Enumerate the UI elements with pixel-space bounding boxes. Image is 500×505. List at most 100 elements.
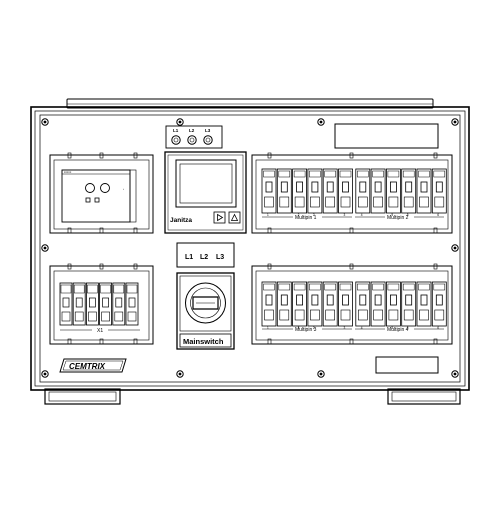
multipin-3-label: Multipin 3 <box>295 327 317 333</box>
breaker-toggle[interactable] <box>62 297 70 308</box>
top-rail <box>66 98 434 109</box>
breaker-module <box>431 281 447 327</box>
rcd-test-knob-left-icon[interactable] <box>85 183 95 193</box>
terminal-module <box>125 282 139 326</box>
rcd-panel: ≡≡≡≡≡ ▪ <box>49 152 154 234</box>
breaker-number-label: 6 <box>437 326 439 330</box>
indicator-lamp-icon <box>203 135 213 145</box>
din-clip-icon <box>349 227 354 234</box>
breaker-toggle[interactable] <box>359 181 367 193</box>
breaker-module <box>385 168 401 214</box>
din-clip-icon <box>133 338 138 345</box>
phase-label-l2: L2 <box>200 254 208 261</box>
screw-head-icon <box>178 372 182 376</box>
breaker-toggle[interactable] <box>374 181 382 193</box>
screw-icon <box>317 370 325 378</box>
breaker-toggle[interactable] <box>342 181 349 193</box>
svg-text:▪: ▪ <box>123 188 124 191</box>
screw-icon <box>451 118 459 126</box>
breaker-module <box>322 168 338 214</box>
screw-icon <box>176 370 184 378</box>
meter-brand-label: Janitza <box>170 217 192 224</box>
screw-icon <box>176 118 184 126</box>
terminal-module <box>86 282 99 326</box>
breaker-toggle[interactable] <box>296 181 304 193</box>
meter-up-button[interactable] <box>228 211 241 224</box>
breaker-toggle[interactable] <box>326 294 334 306</box>
terminal-module <box>59 282 73 326</box>
indicator-lamp-lens-icon <box>205 137 211 143</box>
breaker-toggle[interactable] <box>420 294 428 306</box>
screw-head-icon <box>43 246 47 250</box>
din-clip-icon <box>67 263 72 270</box>
screw-head-icon <box>43 120 47 124</box>
terminal-block-x1: X1 <box>49 263 154 345</box>
breaker-toggle[interactable] <box>75 297 83 308</box>
indicator-lamp-label: L2 <box>189 128 195 133</box>
energy-meter: Janitza <box>164 151 247 234</box>
breaker-toggle[interactable] <box>280 294 288 306</box>
screw-head-icon <box>178 120 182 124</box>
din-clip-icon <box>67 152 72 159</box>
breaker-number-label: 4 <box>361 213 363 217</box>
din-clip-icon <box>267 227 272 234</box>
breaker-module <box>355 168 371 214</box>
breaker-toggle[interactable] <box>89 297 96 308</box>
svg-text:≡≡≡≡≡: ≡≡≡≡≡ <box>64 171 72 174</box>
breaker-toggle[interactable] <box>311 181 319 193</box>
cabinet-body <box>30 106 470 391</box>
indicator-lamp-icon <box>187 135 197 145</box>
screw-icon <box>41 244 49 252</box>
breaker-number-label: 5 <box>407 213 409 217</box>
multipin-2-label: Multipin 2 <box>387 215 409 221</box>
breaker-toggle[interactable] <box>374 294 382 306</box>
breaker-toggle[interactable] <box>128 297 136 308</box>
breaker-toggle[interactable] <box>296 294 304 306</box>
breaker-number-label: 1 <box>267 326 269 330</box>
breaker-toggle[interactable] <box>389 181 397 193</box>
screw-head-icon <box>453 120 457 124</box>
screw-head-icon <box>453 372 457 376</box>
breaker-toggle[interactable] <box>265 294 273 306</box>
breaker-toggle[interactable] <box>435 181 443 193</box>
breaker-module <box>401 281 417 327</box>
breaker-module <box>355 281 371 327</box>
triangle-up-icon <box>230 213 239 221</box>
brand-logo: CEMTRIX <box>59 358 127 373</box>
breaker-module <box>338 168 353 214</box>
label-plate-top <box>334 123 439 149</box>
breaker-module <box>385 281 401 327</box>
breaker-module <box>292 281 308 327</box>
breaker-toggle[interactable] <box>420 181 428 193</box>
main-switch: Mainswitch <box>176 272 235 350</box>
breaker-toggle[interactable] <box>342 294 349 306</box>
breaker-toggle[interactable] <box>405 181 413 193</box>
play-icon <box>217 213 224 222</box>
breaker-toggle[interactable] <box>359 294 367 306</box>
breaker-toggle[interactable] <box>389 294 397 306</box>
meter-next-button[interactable] <box>213 211 226 224</box>
breaker-number-label: 3 <box>344 326 346 330</box>
main-switch-dial[interactable] <box>185 282 226 324</box>
breaker-module <box>276 281 292 327</box>
indicator-lamp-label: L3 <box>205 128 211 133</box>
breaker-toggle[interactable] <box>280 181 288 193</box>
mainswitch-label: Mainswitch <box>183 337 224 346</box>
breaker-toggle[interactable] <box>115 297 123 308</box>
breaker-toggle[interactable] <box>102 297 109 308</box>
din-clip-icon <box>99 227 104 234</box>
multipin-4-label: Multipin 4 <box>387 327 409 333</box>
phase-indicator-strip: L1 L2 L3 <box>176 242 235 268</box>
screw-icon <box>41 370 49 378</box>
breaker-toggle[interactable] <box>265 181 273 193</box>
breaker-number-label: 2 <box>298 213 300 217</box>
din-clip-icon <box>433 227 438 234</box>
breaker-toggle[interactable] <box>405 294 413 306</box>
breaker-toggle[interactable] <box>435 294 443 306</box>
breaker-number-label: 3 <box>344 213 346 217</box>
breaker-toggle[interactable] <box>311 294 319 306</box>
rcd-test-knob-right-icon[interactable] <box>100 183 110 193</box>
breaker-toggle[interactable] <box>326 181 334 193</box>
